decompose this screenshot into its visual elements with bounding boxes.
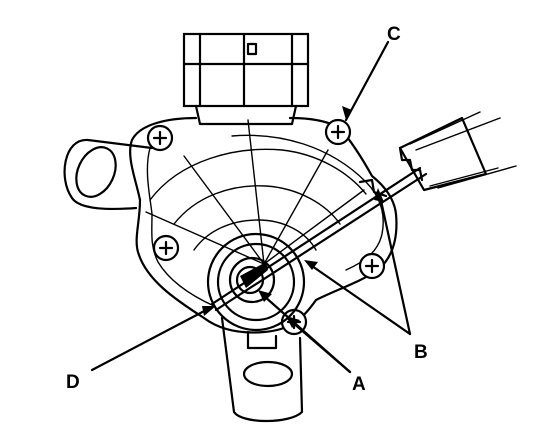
screw-top-right <box>324 118 352 146</box>
leader-lines <box>90 40 412 374</box>
alignment-pin <box>210 111 517 312</box>
screw-top-left <box>146 124 174 152</box>
switch-shaft <box>206 232 306 332</box>
callout-b: B <box>414 342 428 363</box>
connector-housing <box>182 32 310 126</box>
callout-d: D <box>66 372 80 393</box>
left-mounting-ear <box>63 138 154 211</box>
screw-mid-right <box>358 252 386 280</box>
screw-mid-left <box>152 234 180 262</box>
callout-c: C <box>387 24 401 45</box>
bottom-mounting-ear <box>220 316 304 422</box>
callout-a: A <box>352 374 366 395</box>
